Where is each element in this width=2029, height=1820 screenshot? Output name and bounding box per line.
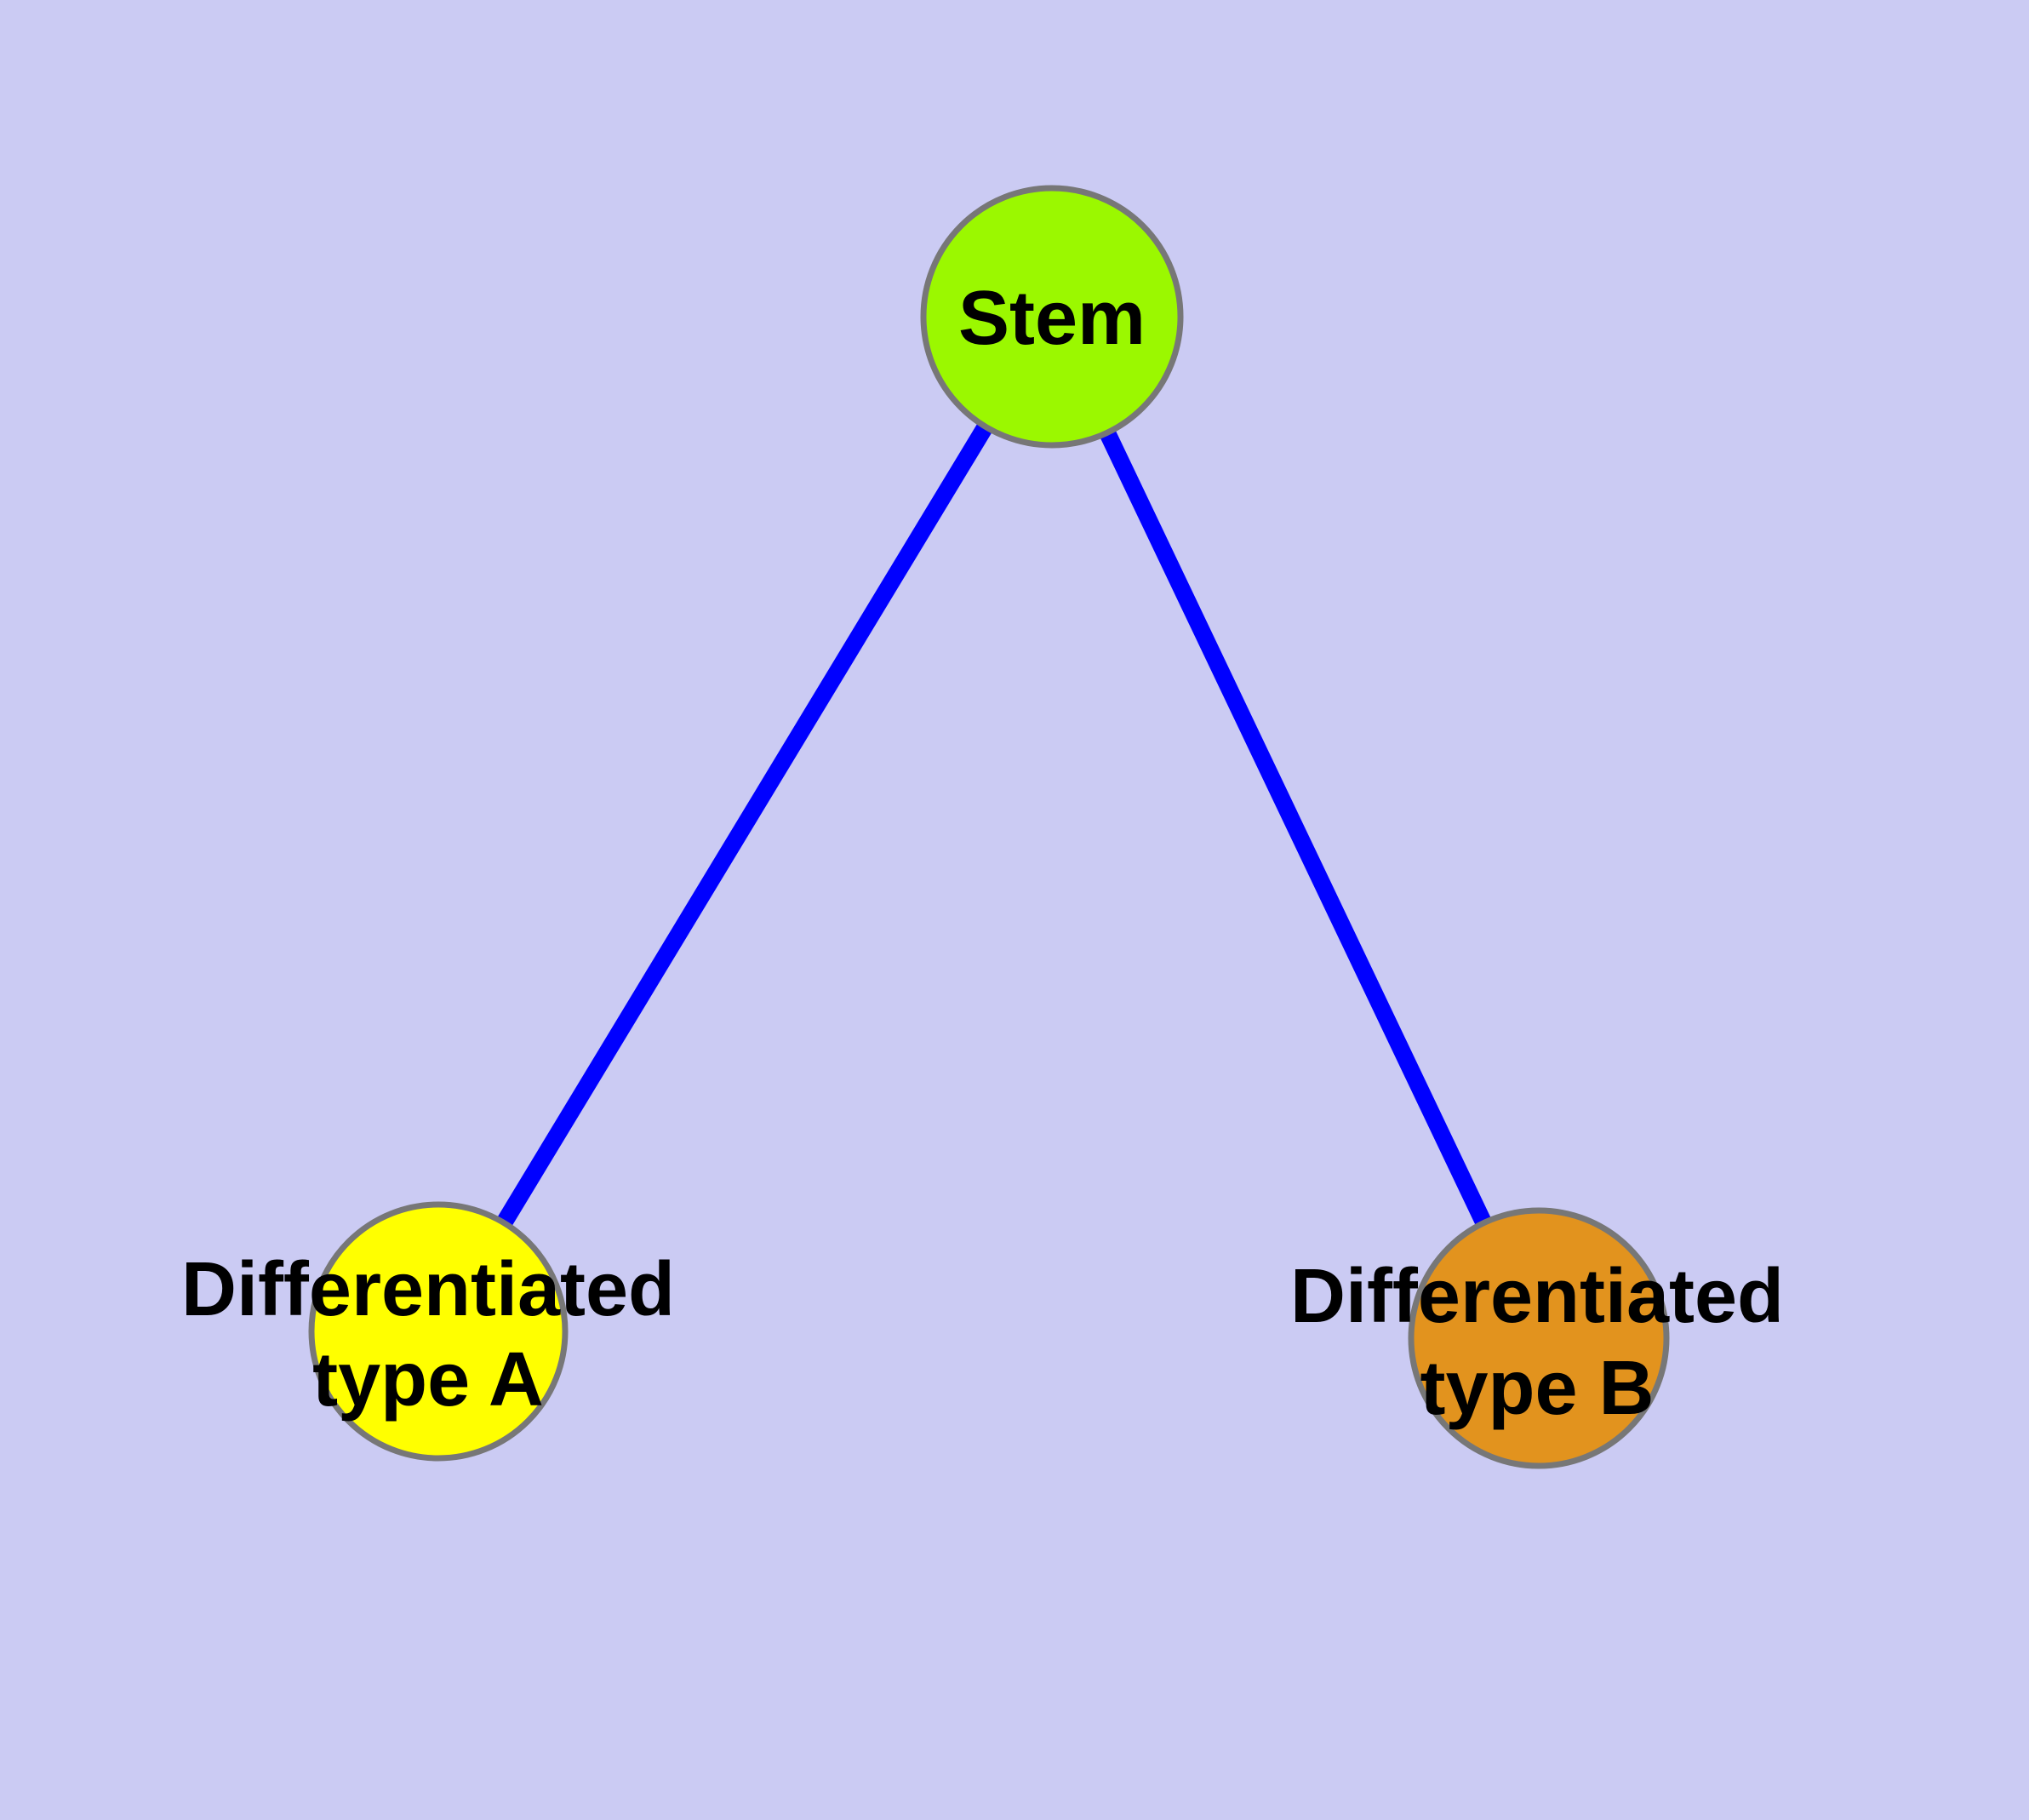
node-type-b xyxy=(1408,1207,1670,1469)
edge-stem-to-type-a xyxy=(431,312,1060,1336)
node-stem xyxy=(920,185,1184,449)
node-type-a-label-line2: type A xyxy=(312,1337,544,1422)
node-stem-label: Stem xyxy=(958,276,1146,361)
node-type-b-label-line2: type B xyxy=(1420,1346,1654,1431)
node-type-a xyxy=(308,1201,569,1462)
node-type-b-label-line1: Differentiated xyxy=(1290,1254,1784,1339)
node-type-a-label-line1: Differentiated xyxy=(181,1247,675,1332)
edge-stem-to-type-b xyxy=(1043,312,1547,1342)
